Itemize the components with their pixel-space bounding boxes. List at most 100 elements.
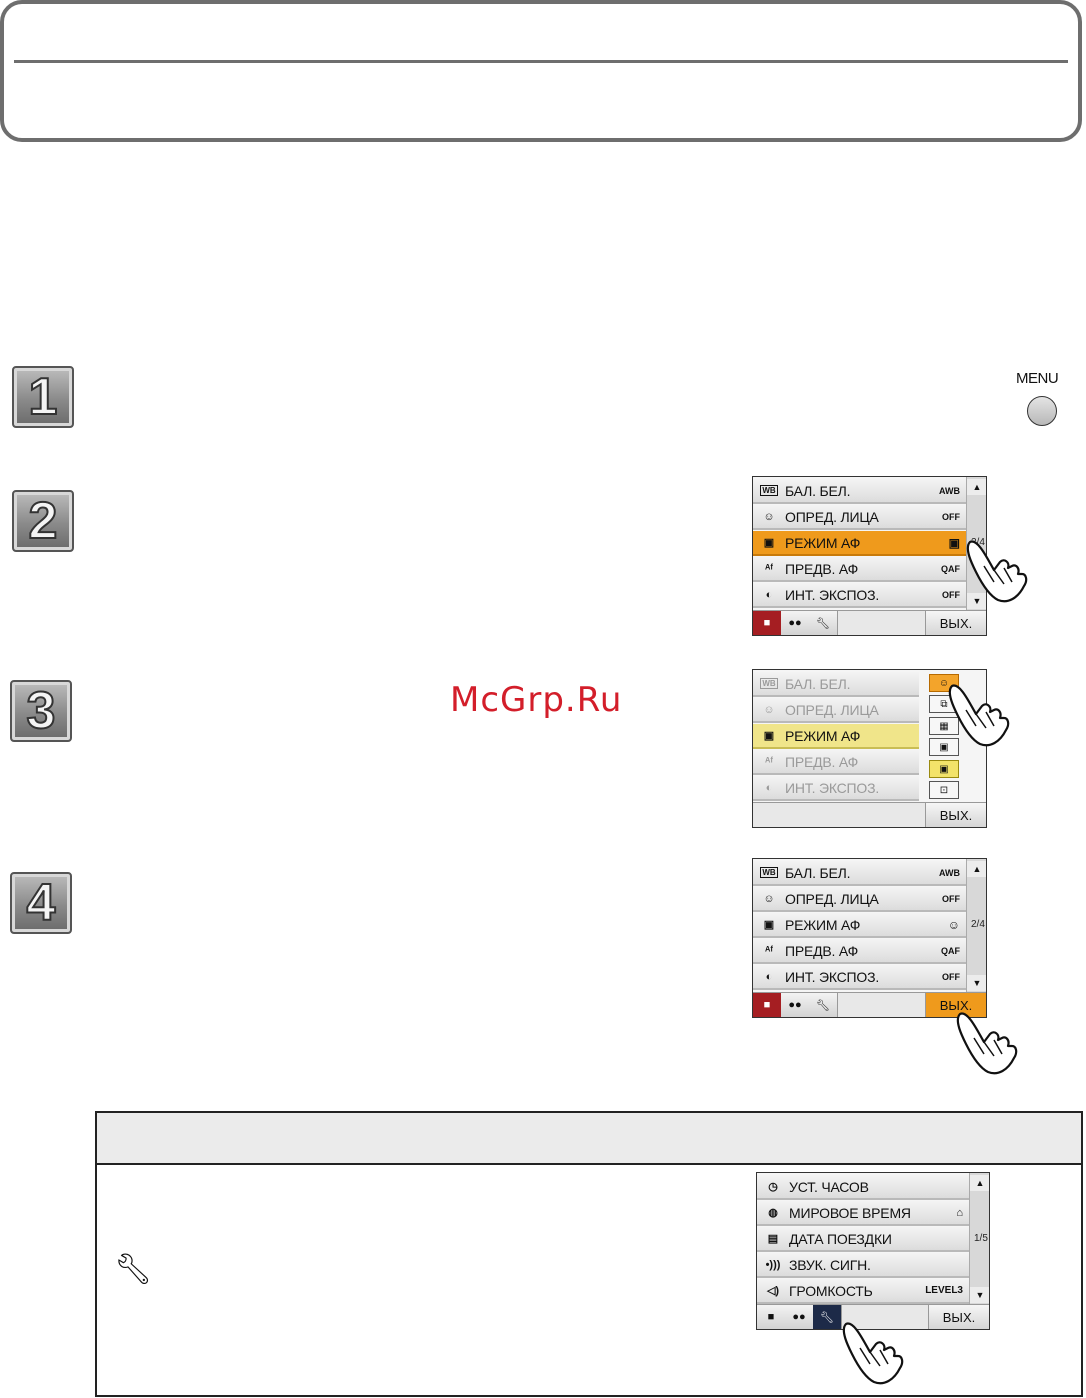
page-indicator: 2/4 <box>971 537 985 548</box>
menu-row-label: БАЛ. БЕЛ. <box>785 675 851 692</box>
exit-button[interactable]: ВЫХ. <box>928 1305 989 1329</box>
exit-button[interactable]: ВЫХ. <box>925 993 986 1017</box>
menu-tabbar: ■ ●● 🔧︎ ВЫХ. <box>757 1304 989 1329</box>
menu-row-label: ИНТ. ЭКСПОЗ. <box>785 968 880 985</box>
menu-row-i-exposure[interactable]: ◐ ИНТ. ЭКСПОЗ. OFF <box>753 965 966 990</box>
scroll-up-icon[interactable]: ▲ <box>970 1175 989 1191</box>
header-frame <box>0 0 1082 142</box>
menu-row-label: РЕЖИМ АФ <box>785 727 861 744</box>
camera-screen-step3: WB БАЛ. БЕЛ. ☺ ОПРЕД. ЛИЦА ▣ РЕЖИМ АФ ᴬᶠ… <box>752 669 987 828</box>
tab-record-camera-icon[interactable]: ■ <box>757 1305 786 1329</box>
scrollbar[interactable]: ▲ ▼ <box>966 859 986 993</box>
globe-icon: ◍ <box>768 1207 778 1219</box>
menu-row-pre-af[interactable]: ᴬᶠ ПРЕДВ. АФ QAF <box>753 557 966 582</box>
af-mode-icon: ▣ <box>763 537 775 549</box>
camera-screen-setup: ◷ УСТ. ЧАСОВ ◍ МИРОВОЕ ВРЕМЯ ⌂ ▤ ДАТА ПО… <box>756 1172 990 1330</box>
exit-button[interactable]: ВЫХ. <box>925 803 986 827</box>
menu-row-white-balance[interactable]: WB БАЛ. БЕЛ. AWB <box>753 479 966 504</box>
tab-motion-picture-icon[interactable]: ●● <box>781 993 810 1017</box>
menu-row-i-exposure: ◐ ИНТ. ЭКСПОЗ. <box>753 776 919 801</box>
tab-motion-picture-icon[interactable]: ●● <box>781 611 810 635</box>
scroll-up-icon[interactable]: ▲ <box>967 861 986 877</box>
step-number: 2 <box>28 492 59 550</box>
af-single-area-icon: ▣ <box>948 535 960 550</box>
menu-row-beep[interactable]: •))) ЗВУК. СИГН. <box>757 1253 969 1278</box>
menu-row-face-detect[interactable]: ☺ ОПРЕД. ЛИЦА OFF <box>753 887 966 912</box>
menu-row-value: LEVEL3 <box>925 1285 963 1296</box>
menu-row-volume[interactable]: ◁) ГРОМКОСТЬ LEVEL3 <box>757 1279 969 1304</box>
af-mode-icon: ▣ <box>763 730 775 742</box>
tab-setup-wrench-icon[interactable]: 🔧︎ <box>813 1305 842 1329</box>
menu-row-travel-date[interactable]: ▤ ДАТА ПОЕЗДКИ <box>757 1227 969 1252</box>
menu-row-i-exposure[interactable]: ◐ ИНТ. ЭКСПОЗ. OFF <box>753 583 966 608</box>
menu-row-af-mode[interactable]: ▣ РЕЖИМ АФ ☺ <box>753 913 966 938</box>
step-badge-4: 4 <box>10 872 72 934</box>
menu-row-af-mode[interactable]: ▣ РЕЖИМ АФ ▣ <box>753 531 966 556</box>
tab-record-camera-icon[interactable]: ■ <box>753 611 782 635</box>
af-mode-icon: ▣ <box>763 919 775 931</box>
camera-screen-step4: WB БАЛ. БЕЛ. AWB ☺ ОПРЕД. ЛИЦА OFF ▣ РЕЖ… <box>752 858 987 1018</box>
menu-row-value: QAF <box>941 945 960 956</box>
i-exposure-icon: ◐ <box>765 588 773 601</box>
menu-row-label: ПРЕДВ. АФ <box>785 560 859 577</box>
scroll-up-icon[interactable]: ▲ <box>967 479 986 495</box>
menu-row-value: OFF <box>942 511 960 522</box>
scroll-down-icon[interactable]: ▼ <box>967 593 986 609</box>
menu-row-face-detect[interactable]: ☺ ОПРЕД. ЛИЦА OFF <box>753 505 966 530</box>
beep-icon: •))) <box>765 1258 781 1271</box>
hand-pointer-icon <box>948 684 1010 747</box>
hand-pointer-icon <box>966 540 1028 603</box>
tab-setup-wrench-icon[interactable]: 🔧︎ <box>809 611 838 635</box>
menu-row-af-mode[interactable]: ▣ РЕЖИМ АФ <box>753 724 919 749</box>
tab-setup-wrench-icon[interactable]: 🔧︎ <box>809 993 838 1017</box>
af-23-area-option-icon[interactable]: ▦ <box>929 717 959 735</box>
scrollbar[interactable]: ▲ ▼ <box>969 1173 989 1305</box>
af-spot-option-icon[interactable]: ⊡ <box>929 781 959 799</box>
face-detect-icon: ☺ <box>763 703 775 716</box>
tab-record-camera-icon[interactable]: ■ <box>753 993 782 1017</box>
suitcase-icon: ▤ <box>767 1233 779 1245</box>
menu-row-clock-set[interactable]: ◷ УСТ. ЧАСОВ <box>757 1175 969 1200</box>
menu-button[interactable] <box>1027 396 1057 426</box>
menu-row-label: БАЛ. БЕЛ. <box>785 864 851 881</box>
hand-pointer-icon <box>956 1012 1018 1075</box>
menu-row-label: ПРЕДВ. АФ <box>785 942 859 959</box>
menu-row-label: УСТ. ЧАСОВ <box>789 1178 869 1195</box>
menu-row-label: ОПРЕД. ЛИЦА <box>785 701 879 718</box>
scroll-down-icon[interactable]: ▼ <box>970 1287 989 1303</box>
menu-row-white-balance[interactable]: WB БАЛ. БЕЛ. AWB <box>753 861 966 886</box>
watermark: McGrp.Ru <box>450 680 623 720</box>
menu-row-label: РЕЖИМ АФ <box>785 916 861 933</box>
menu-tabbar: ■ ●● 🔧︎ ВЫХ. <box>753 610 986 635</box>
page-indicator: 2/4 <box>971 919 985 930</box>
menu-row-label: ДАТА ПОЕЗДКИ <box>789 1230 892 1247</box>
menu-row-label: ОПРЕД. ЛИЦА <box>785 890 879 907</box>
scroll-down-icon[interactable]: ▼ <box>967 975 986 991</box>
exit-button[interactable]: ВЫХ. <box>925 611 986 635</box>
wb-icon: WB <box>760 867 778 878</box>
i-exposure-icon: ◐ <box>765 970 773 983</box>
face-detect-icon: ☺ <box>763 892 775 905</box>
menu-tabbar: ■ ●● 🔧︎ ВЫХ. <box>753 992 986 1017</box>
af-face-detect-value-icon: ☺ <box>947 917 960 932</box>
menu-row-world-time[interactable]: ◍ МИРОВОЕ ВРЕМЯ ⌂ <box>757 1201 969 1226</box>
wb-icon: WB <box>760 485 778 496</box>
menu-row-value: OFF <box>942 971 960 982</box>
menu-row-pre-af[interactable]: ᴬᶠ ПРЕДВ. АФ QAF <box>753 939 966 964</box>
menu-row-pre-af: ᴬᶠ ПРЕДВ. АФ <box>753 750 919 775</box>
i-exposure-icon: ◐ <box>765 781 773 794</box>
step-number: 1 <box>28 368 59 426</box>
menu-row-face-detect: ☺ ОПРЕД. ЛИЦА <box>753 698 919 723</box>
af-1-area-option-icon[interactable]: ▣ <box>929 760 959 778</box>
pre-af-icon: ᴬᶠ <box>764 755 773 768</box>
step-number: 4 <box>26 874 57 932</box>
step-number: 3 <box>26 682 57 740</box>
wb-icon: WB <box>760 678 778 689</box>
info-box-header <box>97 1113 1081 1165</box>
pre-af-icon: ᴬᶠ <box>764 562 773 575</box>
hand-pointer-icon <box>842 1322 904 1385</box>
af-1-area-high-speed-option-icon[interactable]: ▣ <box>929 738 959 756</box>
step-badge-3: 3 <box>10 680 72 742</box>
tab-motion-picture-icon[interactable]: ●● <box>785 1305 814 1329</box>
menu-row-label: БАЛ. БЕЛ. <box>785 482 851 499</box>
